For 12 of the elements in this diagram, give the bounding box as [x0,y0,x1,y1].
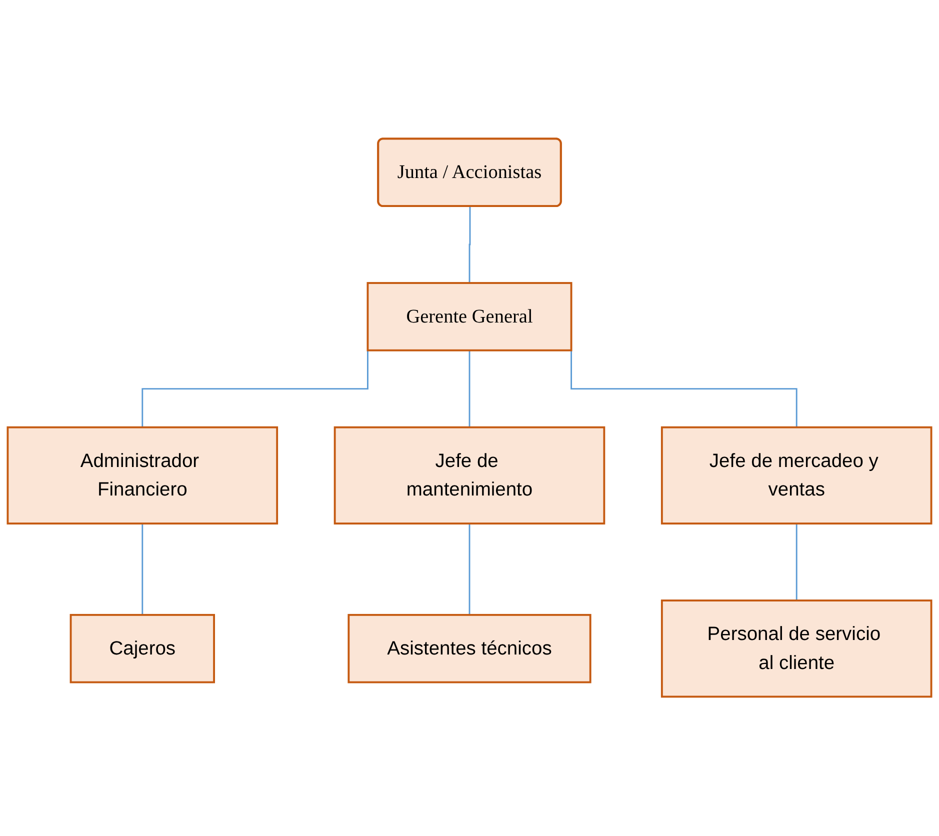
node-box: Jefe de mercadeo y ventas [660,426,932,525]
node-box: Jefe de mantenimiento [334,426,606,525]
node-box: Asistentes técnicos [348,614,592,684]
node-box: Personal de servicio al cliente [660,600,932,698]
connector [468,350,470,428]
node-box: Administrador Financiero [6,426,278,525]
node-box: Cajeros [70,614,215,684]
connector [142,524,144,616]
connector [796,524,798,602]
connector [468,206,471,284]
node-box: Gerente General [366,282,572,352]
connector [468,524,470,616]
